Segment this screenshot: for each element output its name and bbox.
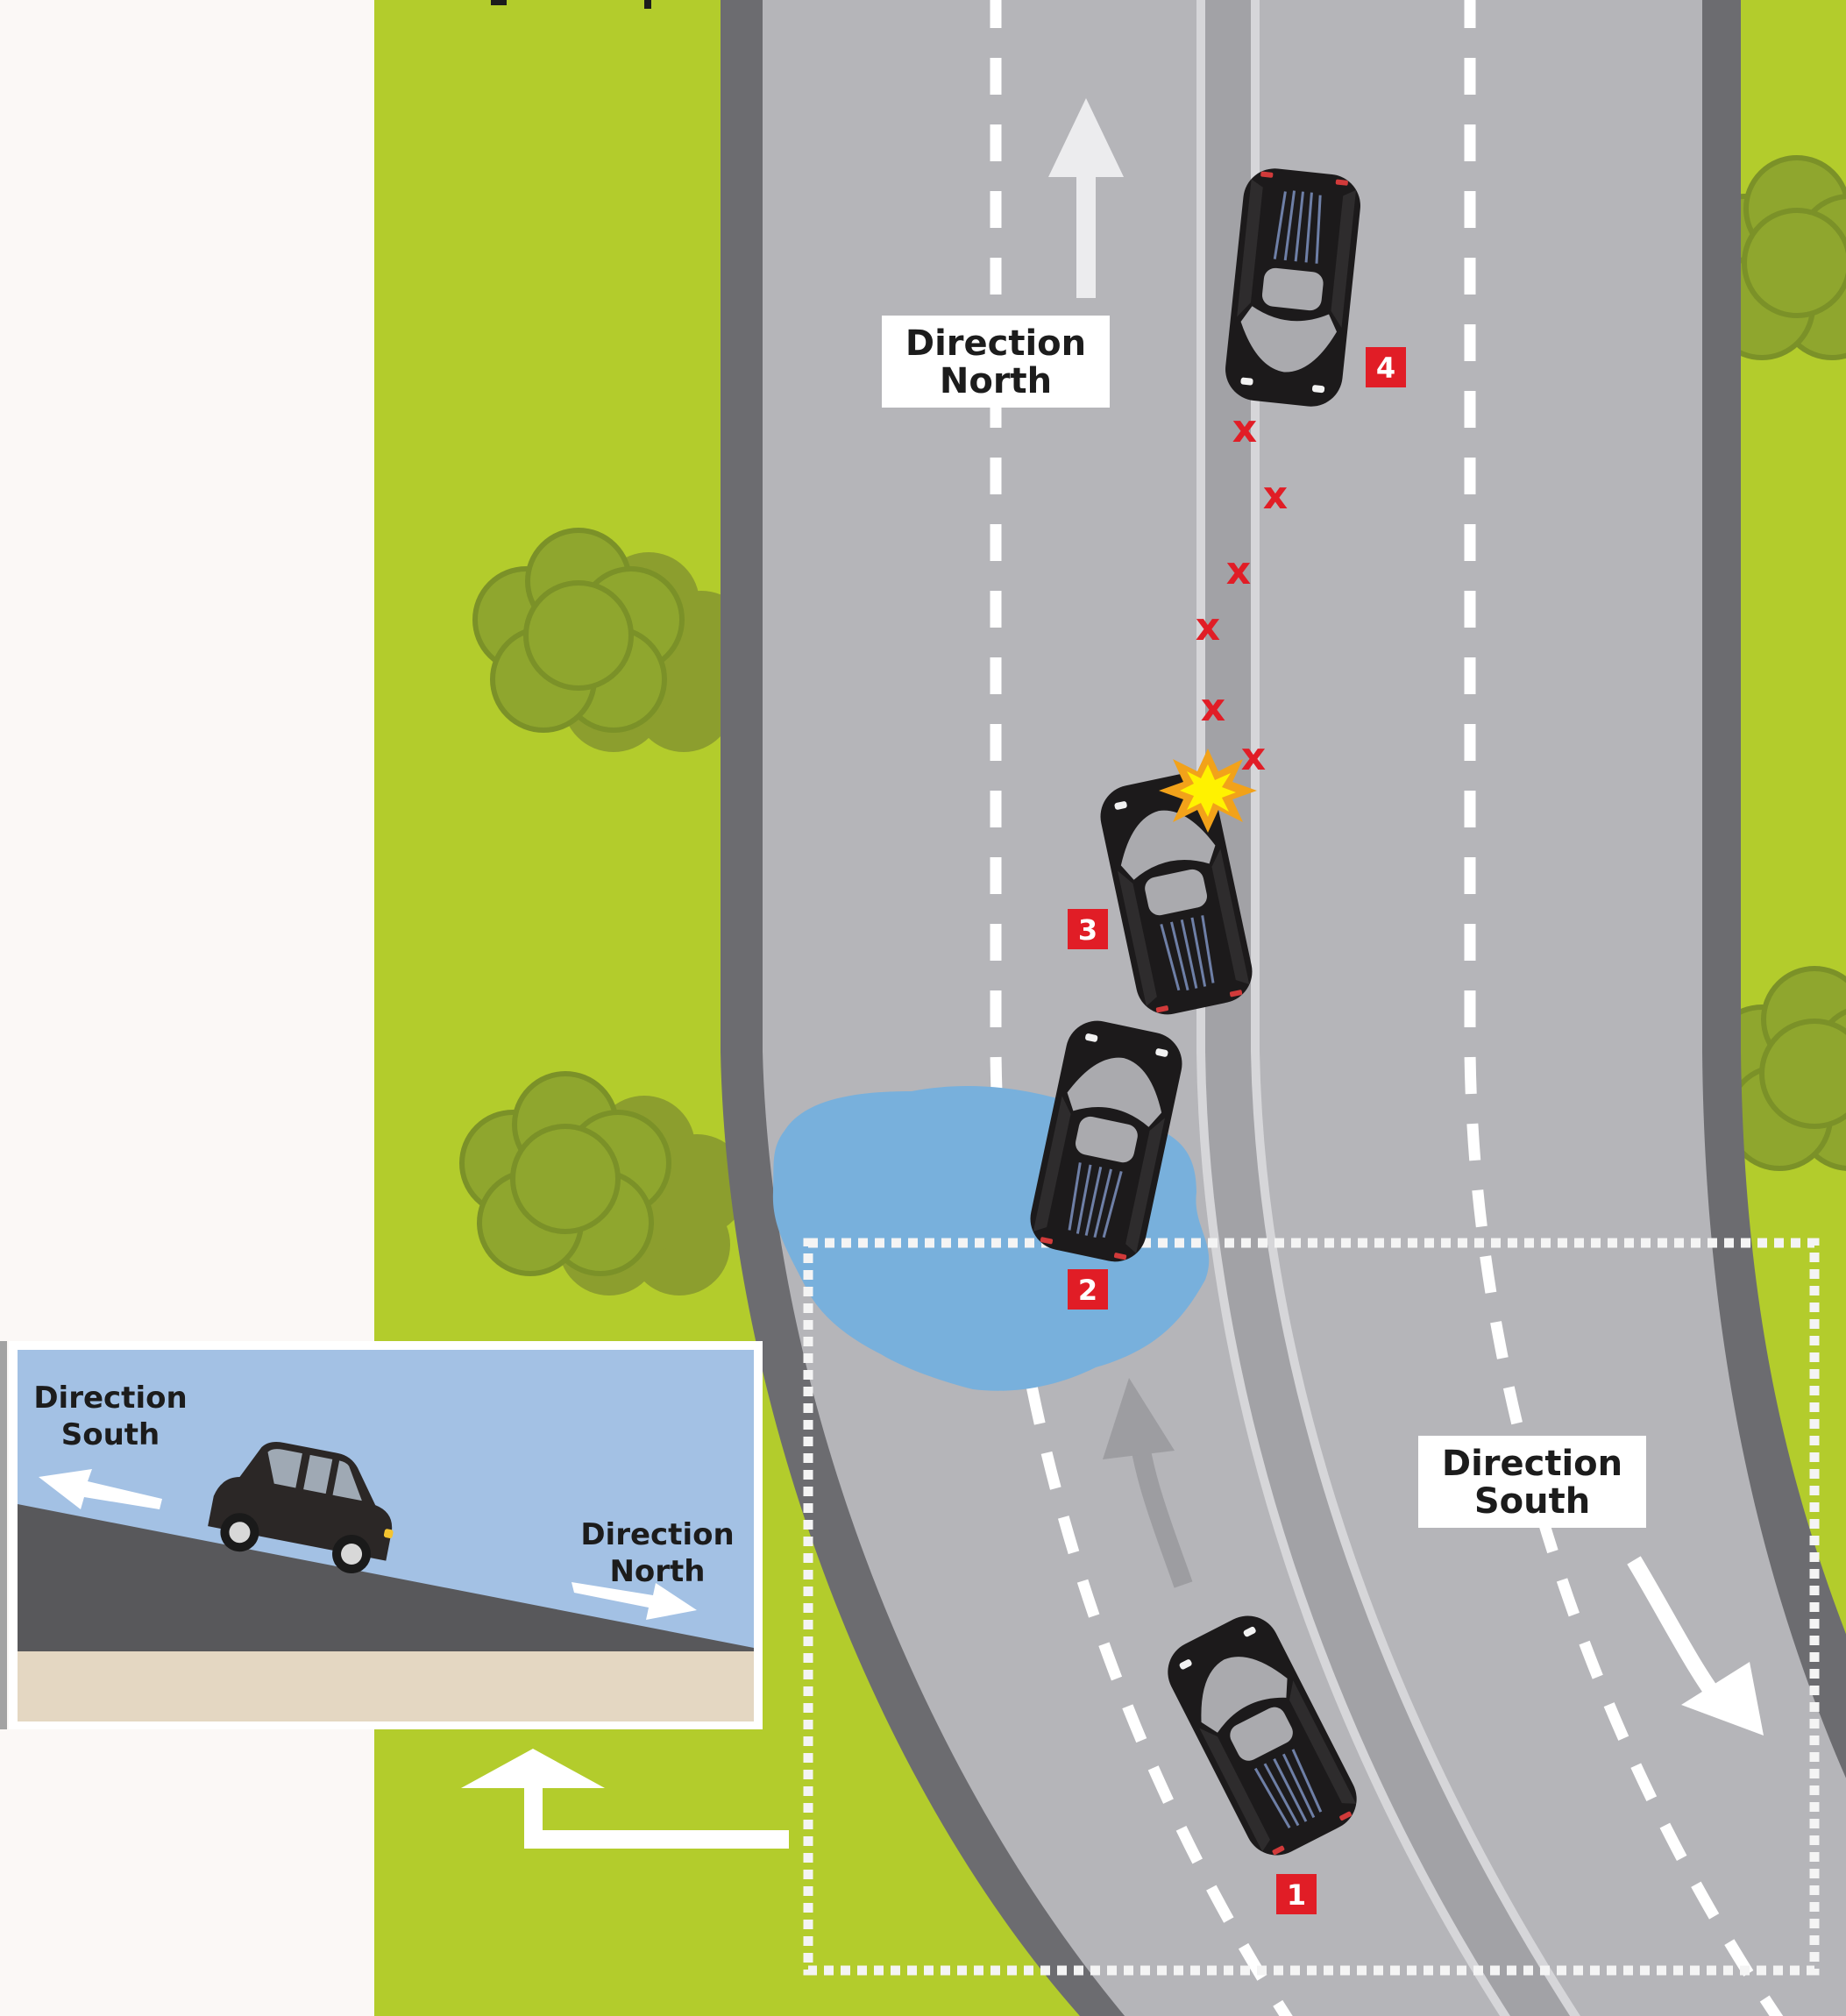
- cropped-heading-fragment: [491, 0, 651, 9]
- svg-text:South: South: [1474, 1481, 1590, 1522]
- skid-mark: x: [1263, 473, 1288, 518]
- skid-marks: x x x x x x: [1196, 407, 1288, 779]
- side-view-car-icon: [208, 1442, 394, 1574]
- lane-dashes-south: [1464, 0, 1784, 2016]
- inset-north-label: Direction: [580, 1517, 734, 1552]
- position-badge: 2: [1068, 1269, 1108, 1310]
- road-median: [1201, 0, 1576, 2016]
- skid-mark: x: [1232, 407, 1257, 451]
- side-view-inset: Direction South Direction North: [0, 1341, 763, 1729]
- position-badge: 4: [1366, 347, 1406, 387]
- position-badge: 1: [1276, 1874, 1317, 1914]
- inset-south-label: South: [61, 1417, 160, 1452]
- position-badge: 3: [1068, 909, 1108, 949]
- inset-pointer-arrow-icon: [461, 1749, 789, 1849]
- skid-mark: x: [1201, 685, 1225, 730]
- inset-south-arrow-icon: [39, 1469, 162, 1509]
- travel-path-arrow-icon: [1103, 1378, 1193, 1588]
- svg-text:North: North: [940, 361, 1052, 401]
- inset-south-label: Direction: [33, 1381, 187, 1416]
- svg-text:Direction: Direction: [905, 323, 1086, 364]
- svg-text:3: 3: [1078, 913, 1097, 947]
- south-arrow-icon: [1627, 1556, 1764, 1736]
- skid-mark: x: [1196, 605, 1220, 650]
- lane-dashes-north: [990, 0, 1293, 2016]
- skid-mark: x: [1241, 735, 1266, 779]
- inset-region-frame: [803, 1238, 1820, 1976]
- inset-north-arrow-icon: [572, 1582, 697, 1620]
- impact-burst-icon: [1159, 749, 1257, 833]
- direction-north-label: Direction North: [882, 316, 1110, 408]
- svg-text:1: 1: [1287, 1878, 1306, 1912]
- car-position-4: [1220, 164, 1366, 411]
- svg-text:4: 4: [1376, 351, 1395, 385]
- svg-text:Direction: Direction: [1442, 1444, 1622, 1484]
- inset-north-label: North: [609, 1554, 705, 1589]
- svg-text:2: 2: [1078, 1274, 1097, 1307]
- north-arrow-icon: [1048, 98, 1124, 298]
- direction-south-label: Direction South: [1418, 1436, 1646, 1528]
- skid-mark: x: [1226, 549, 1251, 593]
